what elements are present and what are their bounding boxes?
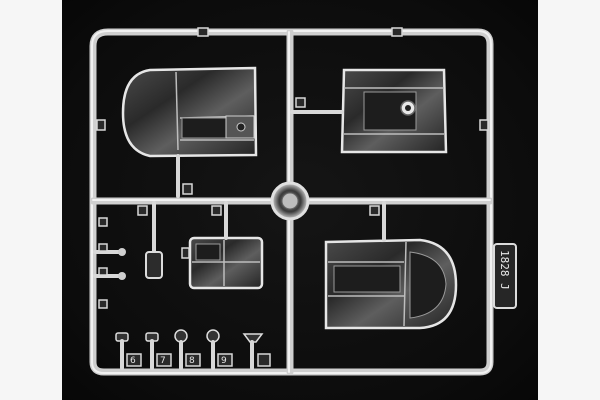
part-number-6: 6 <box>130 356 136 366</box>
roof-part-top-right <box>290 68 448 154</box>
part-number-9: 9 <box>221 356 227 366</box>
small-numbered-parts <box>115 329 271 370</box>
window-part-middle <box>181 201 264 290</box>
part-number-8: 8 <box>189 356 195 366</box>
side-pins <box>93 217 126 309</box>
center-hub <box>270 181 310 221</box>
small-lens-part <box>137 201 163 279</box>
canopy-part-top-left <box>121 66 258 198</box>
part-number-7: 7 <box>160 356 166 366</box>
right-border <box>538 0 600 400</box>
sprue-code-tag: 1828 J <box>493 243 517 309</box>
left-border <box>0 0 62 400</box>
canopy-part-bottom-right <box>324 201 458 330</box>
part-number-labels: 6 7 8 9 <box>130 356 227 366</box>
sprue-code-text: 1828 J <box>498 250 511 290</box>
